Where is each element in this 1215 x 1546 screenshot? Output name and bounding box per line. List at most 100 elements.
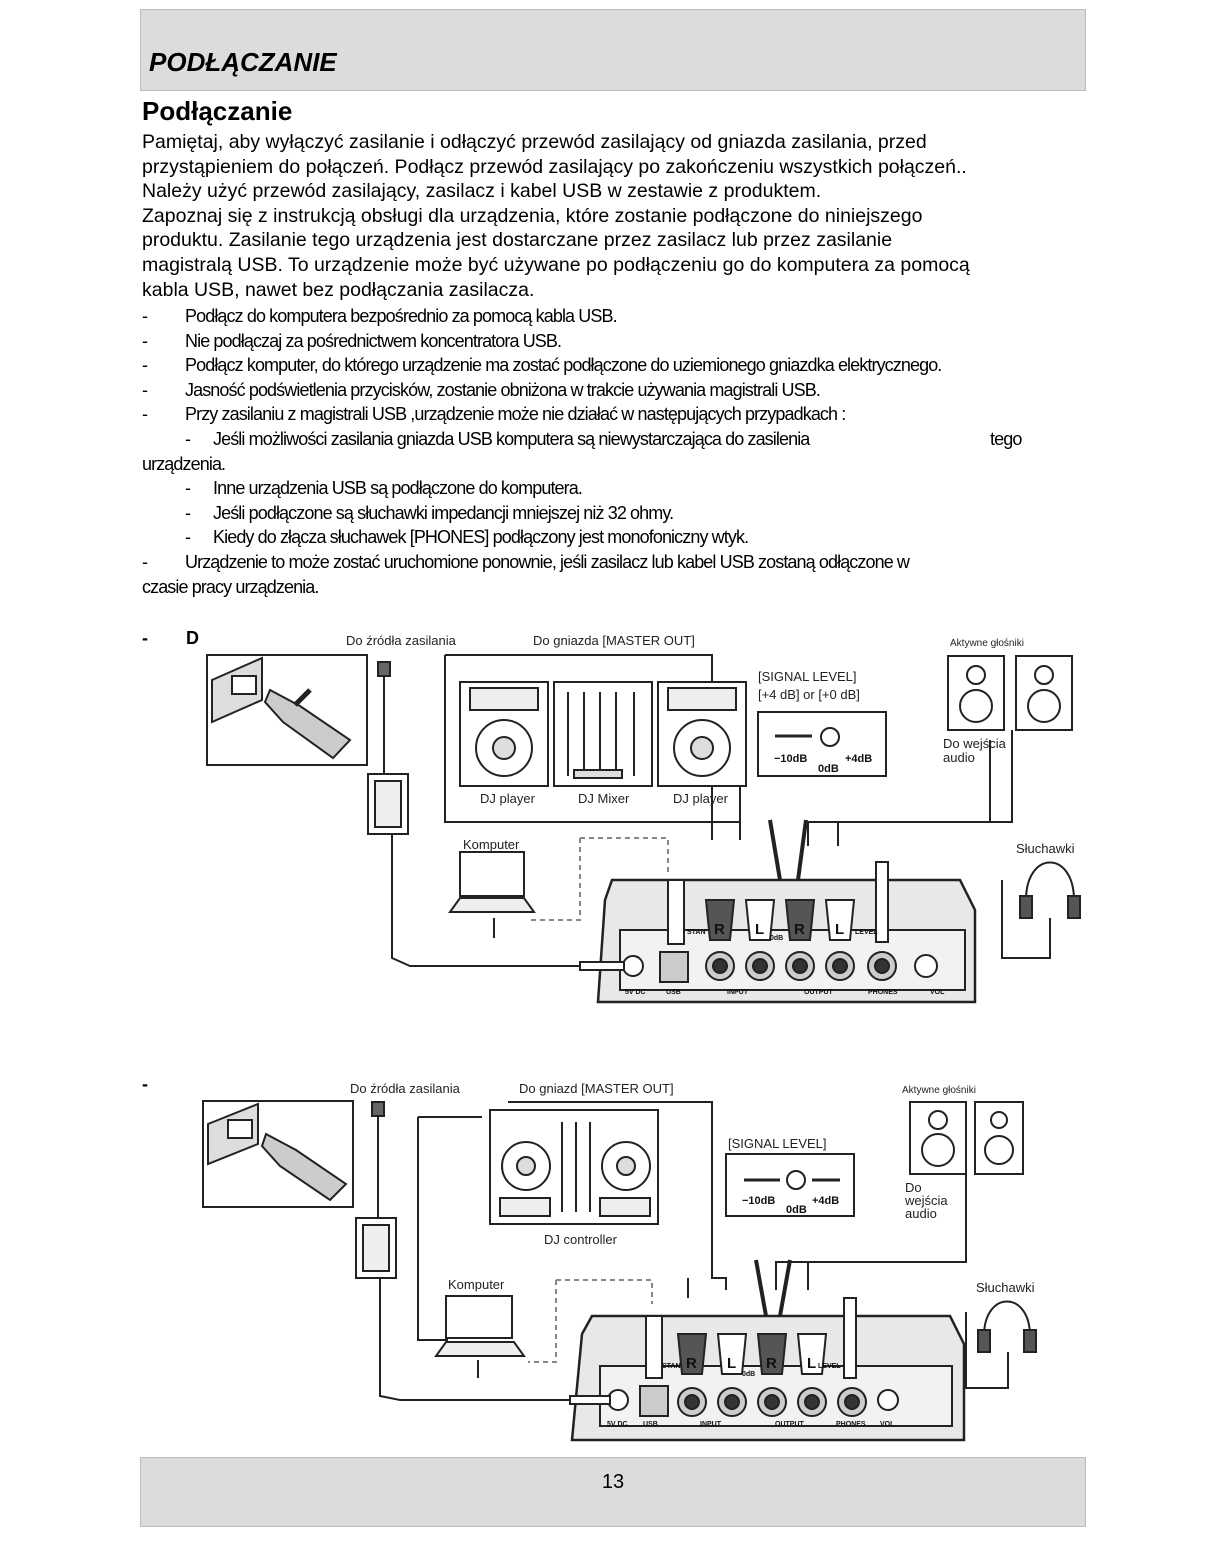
label-zero: 0dB bbox=[786, 1204, 807, 1216]
label-headphones: Słuchawki bbox=[976, 1280, 1035, 1295]
list-dash: - bbox=[185, 502, 191, 523]
label-dj-mixer: DJ Mixer bbox=[578, 791, 630, 806]
plug-l: L bbox=[835, 921, 844, 938]
figure1-labels: Do źródła zasilania Do gniazda [MASTER O… bbox=[346, 633, 1075, 996]
panel-5vdc: 5V DC bbox=[607, 1421, 628, 1428]
list-item-text: Urządzenie to może zostać uruchomione po… bbox=[185, 551, 910, 572]
panel-input: INPUT bbox=[727, 989, 749, 996]
list-item: -Jasność podświetlenia przycisków, zosta… bbox=[142, 378, 1092, 403]
label-plus4: +4dB bbox=[845, 753, 872, 765]
intro-line: przystąpieniem do połączeń. Podłącz prze… bbox=[142, 155, 967, 178]
laptop-icon bbox=[434, 1295, 526, 1357]
intro-line: produktu. Zasilanie tego urządzenia jest… bbox=[142, 229, 893, 252]
section-title: Podłączanie bbox=[142, 96, 293, 126]
label-headphones: Słuchawki bbox=[1016, 841, 1075, 856]
laptop-icon bbox=[448, 851, 536, 913]
label-computer: Komputer bbox=[448, 1277, 505, 1292]
list-item: - Podłącz do komputera bezpośrednio za po… bbox=[142, 304, 1092, 329]
intro-paragraph: Pamiętaj, aby wyłączyć zasilanie i odłąc… bbox=[142, 130, 1092, 302]
label-computer: Komputer bbox=[463, 837, 520, 852]
label-plus4: +4dB bbox=[812, 1195, 839, 1207]
page-number: 13 bbox=[601, 1471, 625, 1493]
panel-vol: VOL bbox=[880, 1421, 895, 1428]
power-socket-icon bbox=[202, 1100, 354, 1208]
notes-list: - Podłącz do komputera bezpośrednio za po… bbox=[142, 304, 1092, 599]
footer-bar: 13 bbox=[140, 1457, 1086, 1527]
panel-0db: 0dB bbox=[770, 935, 783, 942]
list-dash: - bbox=[142, 404, 148, 425]
power-adapter-icon bbox=[367, 773, 409, 835]
list-dash: - bbox=[142, 551, 148, 572]
power-adapter-icon bbox=[355, 1217, 397, 1279]
panel-5vdc: 5V DC bbox=[625, 989, 646, 996]
label-dj-player: DJ player bbox=[480, 791, 536, 806]
label-power-source: Do źródła zasilania bbox=[350, 1081, 461, 1096]
plug-r: R bbox=[714, 921, 725, 938]
list-dash: - bbox=[185, 478, 191, 499]
panel-usb: USB bbox=[643, 1421, 658, 1428]
sub-list-item: -Jeśli podłączone są słuchawki impedancj… bbox=[142, 501, 1092, 526]
plug-l: L bbox=[755, 921, 764, 938]
dj-player-icon bbox=[459, 681, 549, 787]
list-item-text: Inne urządzenia USB są podłączone do kom… bbox=[213, 478, 583, 499]
plug-r: R bbox=[686, 1355, 697, 1372]
list-dash: - bbox=[142, 379, 148, 400]
label-signal-level: [SIGNAL LEVEL] bbox=[728, 1136, 827, 1151]
intro-line: Należy użyć przewód zasilający, zasilacz… bbox=[142, 180, 822, 203]
list-item-text: tego bbox=[990, 428, 1022, 449]
label-audio-input: audio bbox=[943, 750, 975, 765]
sub-list-item: -Kiedy do złącza słuchawek [PHONES] podł… bbox=[142, 525, 1092, 550]
label-signal-level-opt: [+4 dB] or [+0 dB] bbox=[758, 687, 860, 702]
panel-output: OUTPUT bbox=[804, 989, 834, 996]
list-item-text: Podłącz do komputera bezpośrednio za pom… bbox=[185, 306, 618, 326]
label-dj-controller: DJ controller bbox=[544, 1232, 618, 1247]
speaker-icon bbox=[1015, 655, 1073, 731]
list-dash: - bbox=[142, 330, 148, 351]
list-item: - Nie podłączaj za pośrednictwem koncentr… bbox=[142, 329, 1092, 354]
list-item-text: Nie podłączaj za pośrednictwem koncentra… bbox=[185, 330, 562, 351]
dj-controller-icon bbox=[489, 1109, 659, 1225]
label-master-out: Do gniazda [MASTER OUT] bbox=[533, 633, 695, 648]
panel-stan: STAN bbox=[662, 1363, 681, 1370]
list-item-text: Przy zasilaniu z magistrali USB ,urządze… bbox=[185, 404, 846, 425]
panel-level: LEVEL bbox=[855, 929, 878, 936]
headphones-icon bbox=[977, 1300, 1037, 1353]
intro-line: Pamiętaj, aby wyłączyć zasilanie i odłąc… bbox=[142, 131, 927, 153]
label-speakers: Aktywne głośniki bbox=[950, 638, 1024, 649]
label-audio-input: Do bbox=[905, 1180, 922, 1195]
panel-vol: VOL bbox=[930, 989, 945, 996]
label-dj-player: DJ player bbox=[673, 791, 729, 806]
label-audio-input: Do wejścia bbox=[943, 736, 1007, 751]
panel-usb: USB bbox=[666, 989, 681, 996]
list-dash: - bbox=[142, 306, 148, 326]
figure2-marker: - bbox=[142, 1074, 148, 1094]
label-power-source: Do źródła zasilania bbox=[346, 633, 457, 648]
label-master-out: Do gniazd [MASTER OUT] bbox=[519, 1081, 674, 1096]
header-bar: PODŁĄCZANIE bbox=[140, 9, 1086, 91]
plug-r: R bbox=[794, 921, 805, 938]
intro-line: magistralą USB. To urządzenie może być u… bbox=[142, 253, 970, 276]
dj-mixer-icon bbox=[553, 681, 653, 787]
list-item-text: Podłącz komputer, do którego urządzenie … bbox=[185, 355, 942, 376]
power-socket-icon bbox=[206, 654, 368, 766]
list-dash: - bbox=[185, 527, 191, 548]
figure1-marker-char: D bbox=[186, 628, 199, 648]
plug-r: R bbox=[766, 1355, 777, 1372]
dj-player-icon bbox=[657, 681, 747, 787]
label-minus10: −10dB bbox=[774, 753, 807, 765]
list-item: -Podłącz komputer, do którego urządzenie… bbox=[142, 353, 1092, 378]
speaker-icon bbox=[974, 1101, 1024, 1175]
figure1-marker: - bbox=[142, 628, 148, 648]
plug-l: L bbox=[807, 1355, 816, 1372]
panel-input: INPUT bbox=[700, 1421, 722, 1428]
speaker-icon bbox=[947, 655, 1005, 731]
panel-phones: PHONES bbox=[868, 989, 898, 996]
panel-level: LEVEL bbox=[818, 1363, 841, 1370]
list-item-text: Jeśli możliwości zasilania gniazda USB k… bbox=[213, 428, 810, 449]
device-rear-panel bbox=[569, 1259, 966, 1442]
label-audio-input: audio bbox=[905, 1206, 937, 1221]
list-continuation: urządzenia. bbox=[142, 453, 226, 474]
list-continuation: czasie pracy urządzenia. bbox=[142, 576, 319, 597]
intro-line: kabla USB, nawet bez podłączania zasilac… bbox=[142, 278, 535, 301]
label-audio-input: wejścia bbox=[904, 1193, 948, 1208]
